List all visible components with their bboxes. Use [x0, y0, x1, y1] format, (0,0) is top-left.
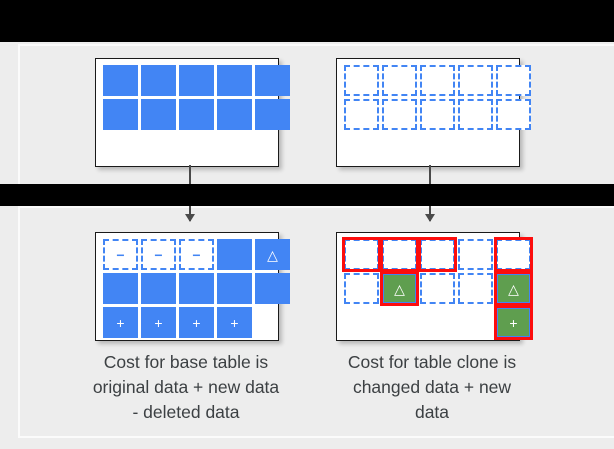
table-base-table-before: [95, 58, 290, 167]
frame-line-bottom: [18, 436, 614, 438]
cell-solid: [255, 65, 290, 96]
cell-empty: [255, 133, 290, 164]
cell-solid: +: [103, 307, 138, 338]
letterbox-bar-top: [0, 0, 614, 42]
cell-dashed: [458, 273, 493, 304]
cell-empty: [141, 133, 176, 164]
minus-icon: −: [116, 246, 125, 263]
frame-line-top-upper: [18, 44, 614, 46]
cell-dashed: −: [103, 239, 138, 270]
cell-empty: [458, 133, 493, 164]
cell-solid: [217, 65, 252, 96]
cell-dashed: [458, 239, 493, 270]
cell-solid: +: [179, 307, 214, 338]
cell-dashed: [342, 237, 381, 272]
cell-dashed: [458, 99, 493, 130]
cell-grid: [344, 65, 531, 164]
cell-grid: [103, 65, 290, 164]
cell-solid: [179, 99, 214, 130]
cell-solid: [141, 99, 176, 130]
plus-icon: +: [154, 314, 163, 331]
minus-icon: −: [192, 246, 201, 263]
cell-solid: [217, 99, 252, 130]
cell-green: +: [494, 305, 533, 340]
cell-solid: △: [255, 239, 290, 270]
cell-empty: [496, 133, 531, 164]
cell-empty: [344, 133, 379, 164]
cell-solid: [255, 99, 290, 130]
table-base-table-after: − − − △ + + + +: [95, 232, 290, 341]
cell-dashed: [382, 65, 417, 96]
plus-icon: +: [192, 314, 201, 331]
letterbox-bar-middle: [0, 184, 614, 206]
cell-dashed: −: [141, 239, 176, 270]
cell-green: △: [494, 271, 533, 306]
cell-dashed: [420, 273, 455, 304]
cell-solid: [255, 273, 290, 304]
cell-empty: [420, 307, 455, 338]
cell-dashed: [420, 65, 455, 96]
cell-empty: [103, 133, 138, 164]
frame-line-left-upper: [18, 44, 20, 184]
cell-dashed: [420, 99, 455, 130]
cell-solid: [141, 273, 176, 304]
delta-icon: △: [508, 280, 519, 297]
cell-empty: [458, 307, 493, 338]
cell-dashed: [344, 99, 379, 130]
cell-solid: [103, 65, 138, 96]
caption-table-clone: Cost for table clone is changed data + n…: [347, 352, 517, 422]
delta-icon: △: [267, 246, 278, 263]
cell-dashed: [458, 65, 493, 96]
table-table-clone-after: △ △ +: [336, 232, 533, 341]
cell-solid: +: [141, 307, 176, 338]
cell-green: △: [380, 271, 419, 306]
plus-icon: +: [230, 314, 239, 331]
cell-solid: [217, 273, 252, 304]
cell-empty: [420, 133, 455, 164]
arrow-head-icon: [184, 214, 195, 222]
cell-dashed: [344, 65, 379, 96]
cell-dashed: [382, 99, 417, 130]
cell-solid: [217, 239, 252, 270]
minus-icon: −: [154, 246, 163, 263]
cell-dashed: [496, 65, 531, 96]
cell-dashed: [380, 237, 419, 272]
cell-empty: [344, 307, 379, 338]
cell-empty: [255, 307, 290, 338]
delta-icon: △: [394, 280, 405, 297]
cell-solid: [179, 65, 214, 96]
cell-solid: [179, 273, 214, 304]
plus-icon: +: [116, 314, 125, 331]
cell-solid: [103, 273, 138, 304]
cell-solid: +: [217, 307, 252, 338]
cell-grid: − − − △ + + + +: [103, 239, 290, 338]
arrow-head-icon: [424, 214, 435, 222]
table-table-clone-before: [336, 58, 531, 167]
cell-empty: [217, 133, 252, 164]
caption-base-table: Cost for base table is original data + n…: [92, 352, 280, 422]
cell-empty: [179, 133, 214, 164]
frame-line-left-lower: [18, 206, 20, 438]
cell-dashed: [494, 237, 533, 272]
plus-icon: +: [509, 314, 518, 331]
cell-solid: [141, 65, 176, 96]
cell-grid: △ △ +: [342, 237, 533, 340]
frame-line-top-lower: [18, 206, 614, 208]
cell-empty: [382, 133, 417, 164]
cell-dashed: [344, 273, 379, 304]
cell-empty: [382, 307, 417, 338]
cell-dashed: [496, 99, 531, 130]
cell-solid: [103, 99, 138, 130]
cell-dashed: [418, 237, 457, 272]
cell-dashed: −: [179, 239, 214, 270]
